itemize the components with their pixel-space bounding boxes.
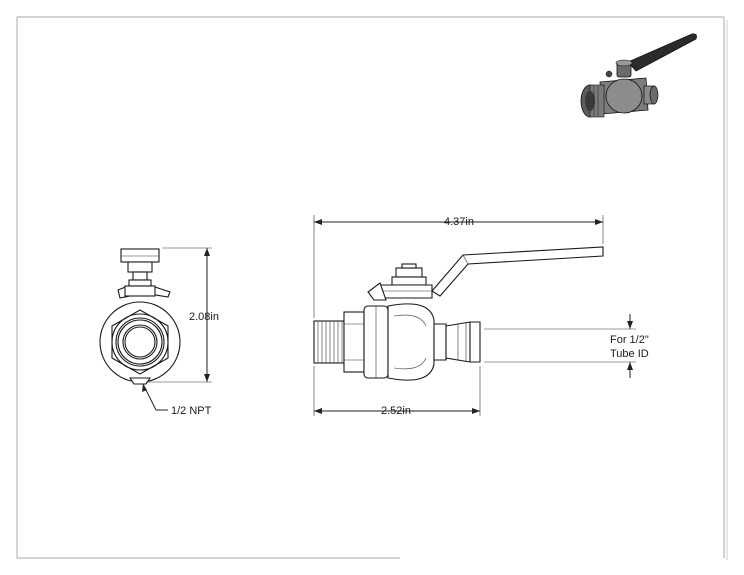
body-length-dimension [313, 366, 481, 416]
front-height-dimension-label: 2.08in [189, 311, 219, 323]
sheet-border [16, 16, 728, 560]
side-view-valve [313, 246, 604, 381]
isometric-valve-thumbnail [580, 33, 697, 118]
tube-note-line1: For 1/2" [610, 334, 649, 346]
overall-length-label: 4.37in [444, 216, 474, 228]
overall-length-dimension [313, 215, 604, 318]
tube-note-line2: Tube ID [610, 348, 649, 360]
front-height-dimension [146, 247, 212, 383]
thread-callout-leader [142, 383, 168, 411]
thread-callout-label: 1/2 NPT [171, 405, 212, 417]
front-view-valve [99, 248, 181, 385]
body-length-label: 2.52in [381, 405, 411, 417]
tube-id-dimension [484, 314, 636, 378]
